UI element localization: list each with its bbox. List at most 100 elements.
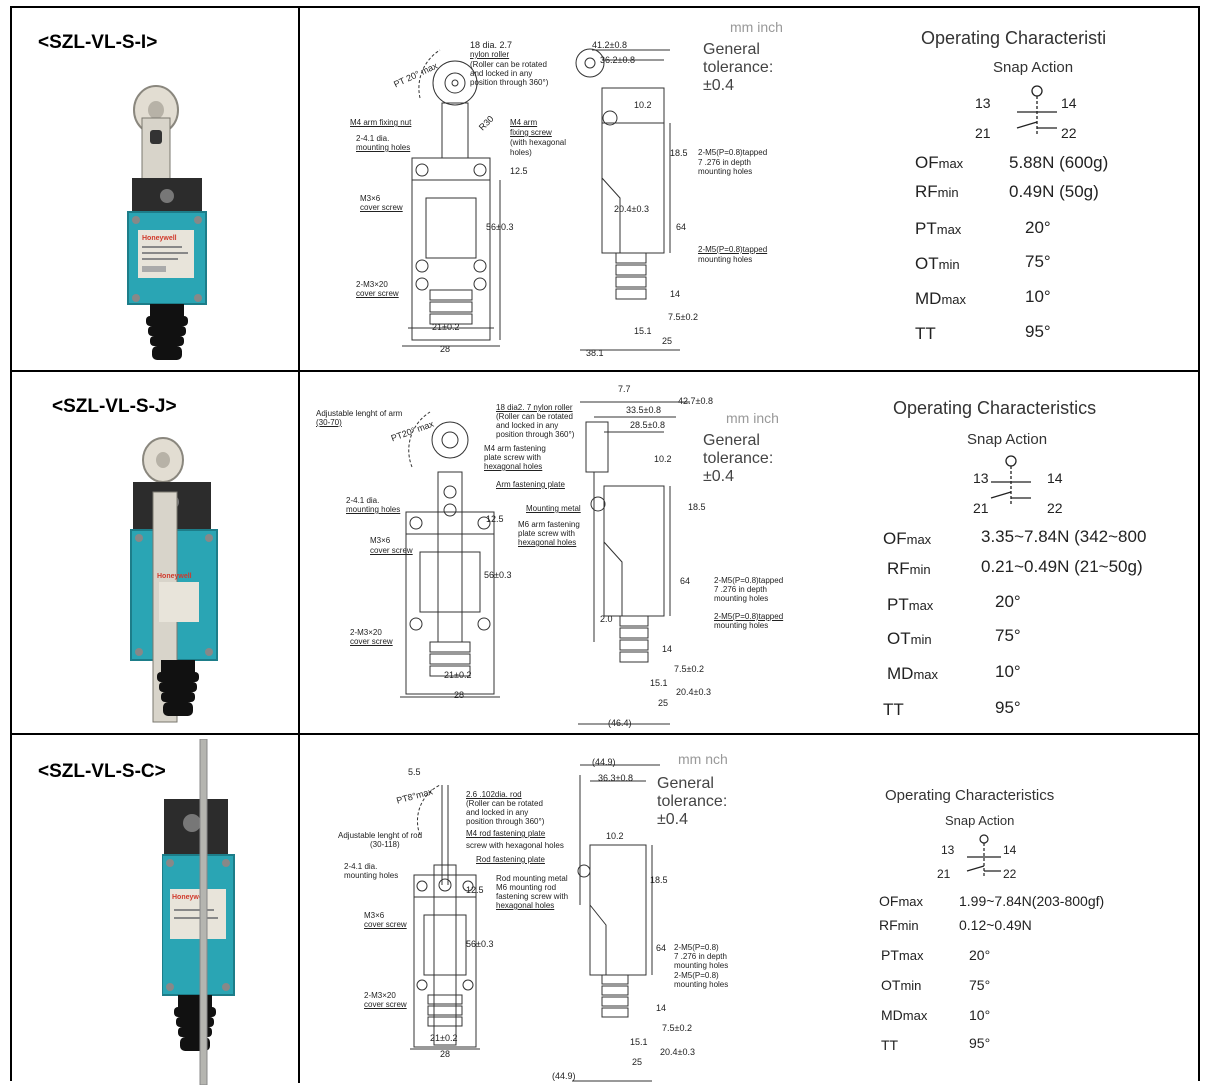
drawing-label: mounting holes [714, 594, 769, 603]
param-value-ot: 75° [969, 977, 991, 993]
param-name: MD [915, 289, 942, 308]
terminal-label: 14 [1061, 95, 1077, 111]
dim-label: 56±0.3 [486, 222, 514, 232]
dimension-drawing-cell: mm inch General tolerance: ±0.4 [300, 372, 875, 733]
drawing-label: plate screw with [518, 529, 575, 538]
param-sub: max [941, 292, 967, 307]
param-name: PT [881, 947, 899, 963]
param-sub: min [909, 562, 931, 577]
param-name-ot: OTmin [915, 254, 960, 274]
dimension-drawing-cell: mm nch General tolerance: ±0.4 [300, 735, 875, 1083]
param-value-tt: 95° [1025, 322, 1051, 341]
dim-label: 10.2 [606, 831, 624, 841]
drawing-label: M6 mounting rod [496, 883, 557, 892]
table-row-szl-vl-s-c: <SZL-VL-S-C> Honeywell mm nch [12, 735, 1198, 1085]
dim-label: 20.4±0.3 [660, 1047, 695, 1057]
dim-label: 18 dia. 2.7 [470, 40, 513, 50]
param-sub: max [906, 532, 932, 547]
terminal-label: 13 [941, 843, 955, 857]
dim-label: 28 [454, 690, 465, 700]
units-label: mm nch [678, 751, 728, 767]
drawing-label: 2-M3×20 [364, 991, 396, 1000]
units-label: mm inch [726, 410, 779, 426]
terminal-label: 22 [1047, 500, 1063, 516]
param-sub: min [897, 918, 919, 933]
param-value-of: 1.99~7.84N(203-800gf) [959, 893, 1105, 909]
drawing-label: 2-M5(P=0.8)tapped [698, 245, 768, 254]
drawing-label: 2-M5(P=0.8) [674, 971, 719, 980]
drawing-label: holes) [510, 148, 532, 157]
drawing-label: and locked in any [470, 69, 533, 78]
terminal-label: 21 [937, 867, 951, 881]
dim-label: 28 [440, 1049, 451, 1059]
param-name: OT [881, 977, 901, 993]
tolerance-line: tolerance: [703, 450, 774, 467]
drawing-label: 2-M5(P=0.8)tapped [714, 576, 784, 585]
dim-label: 10.2 [634, 100, 652, 110]
drawing-label: Arm fastening plate [496, 480, 565, 489]
svg-text:Honeywell: Honeywell [157, 573, 192, 580]
drawing-label: plate screw with [484, 453, 541, 462]
dim-label: 12.5 [466, 885, 484, 895]
drawing-label: M3×6 [360, 194, 381, 203]
param-value-pt: 20° [1025, 218, 1051, 237]
param-name-rf: RFmin [887, 559, 931, 579]
param-name: OF [879, 893, 899, 909]
param-name-rf: RFmin [915, 182, 959, 202]
oc-title: Operating Characteristics [885, 787, 1055, 804]
drawing-label: nylon roller [470, 50, 510, 59]
general-tolerance: General tolerance: ±0.4 [657, 775, 727, 829]
drawing-label: M3×6 [364, 911, 385, 920]
drawing-label: 7 .276 in depth [674, 952, 727, 961]
dim-label: 64 [656, 943, 667, 953]
dimension-drawing-cell: mm inch General tolerance: ±0.4 [300, 8, 875, 370]
snap-action-symbol [1016, 85, 1057, 134]
drawing-label: 2-4.1 dia. [346, 496, 380, 505]
param-value-of: 5.88N (600g) [1009, 153, 1109, 172]
dim-label: 15.1 [630, 1037, 648, 1047]
dimension-drawing [410, 764, 660, 1082]
param-name-tt: TT [883, 700, 904, 720]
param-value-tt: 95° [969, 1035, 991, 1051]
dim-label: (44.9) [592, 757, 616, 767]
snap-action-symbol [990, 455, 1031, 504]
drawing-label: cover screw [350, 637, 393, 646]
param-value-md: 10° [995, 662, 1021, 681]
param-value-pt: 20° [995, 592, 1021, 611]
param-name: TT [883, 700, 904, 719]
param-value-md: 10° [1025, 287, 1051, 306]
drawing-label: fastening screw with [496, 892, 569, 901]
model-name: <SZL-VL-S-J> [52, 396, 177, 417]
param-name-ot: OTmin [881, 977, 921, 993]
drawing-label: hexagonal holes [484, 462, 543, 471]
param-sub: max [938, 156, 964, 171]
drawing-label: Rod mounting metal [496, 874, 568, 883]
tolerance-line: ±0.4 [703, 468, 735, 485]
model-name: <SZL-VL-S-I> [38, 32, 158, 53]
general-tolerance: General tolerance: ±0.4 [703, 432, 773, 486]
dim-label: 10.2 [654, 454, 672, 464]
table-row-szl-vl-s-i: <SZL-VL-S-I> Honeywell [12, 8, 1198, 372]
drawing-label: mounting holes [674, 961, 729, 970]
terminal-label: 13 [975, 95, 991, 111]
param-value-of: 3.35~7.84N (342~800 [981, 527, 1147, 546]
param-sub: max [902, 1008, 928, 1023]
param-sub: min [900, 978, 922, 993]
product-cell: <SZL-VL-S-I> Honeywell [12, 8, 300, 370]
drawing-label: (Roller can be rotated [470, 60, 547, 69]
dim-label: 18.5 [688, 502, 706, 512]
oc-title: Operating Characteristics [893, 398, 1097, 418]
drawing-label: mounting holes [346, 505, 401, 514]
drawing-label: and locked in any [496, 421, 559, 430]
drawing-label: 2.6 .102dia. rod [466, 790, 522, 799]
dim-label: 14 [662, 644, 673, 654]
dim-label: 15.1 [650, 678, 668, 688]
tolerance-line: ±0.4 [703, 77, 735, 94]
drawing-label: mounting holes [714, 621, 769, 630]
param-sub: max [908, 598, 934, 613]
drawing-label: 2-M3×20 [356, 280, 388, 289]
param-name-pt: PTmax [881, 947, 923, 963]
snap-action-label: Snap Action [967, 431, 1048, 448]
drawing-label: cover screw [360, 203, 403, 212]
terminal-label: 14 [1047, 470, 1063, 486]
